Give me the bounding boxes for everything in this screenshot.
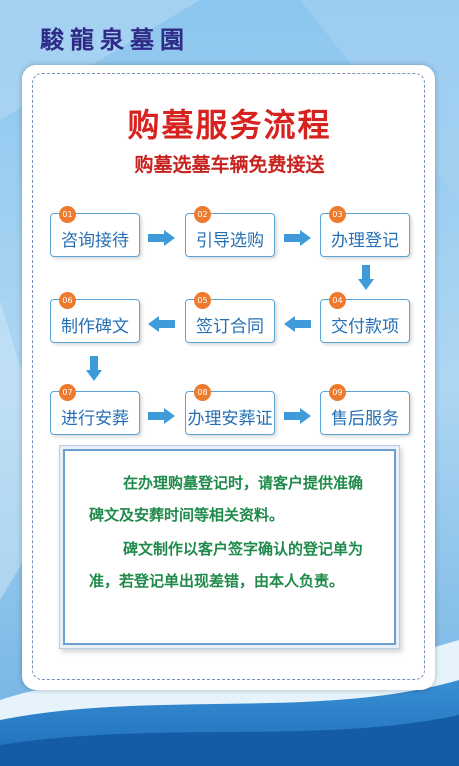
arrow-down-icon	[358, 265, 374, 290]
step-number-badge: 08	[194, 384, 211, 401]
notice-box: 在办理购墓登记时，请客户提供准确碑文及安葬时间等相关资料。 碑文制作以客户签字确…	[63, 449, 396, 645]
step-burial-certificate: 08 办理安葬证	[185, 384, 275, 435]
step-number-badge: 01	[59, 206, 76, 223]
arrow-right-icon	[148, 408, 175, 424]
arrow-down-icon	[86, 356, 102, 381]
step-label: 办理安葬证	[187, 409, 273, 429]
step-number-badge: 03	[329, 206, 346, 223]
step-contract: 05 签订合同	[185, 292, 275, 343]
step-burial: 07 进行安葬	[50, 384, 140, 435]
arrow-left-icon	[148, 316, 175, 332]
step-inscription: 06 制作碑文	[50, 292, 140, 343]
step-consult: 01 咨询接待	[50, 206, 140, 257]
page-title: 购墓服务流程	[127, 106, 332, 144]
step-label: 办理登记	[331, 231, 399, 251]
step-number-badge: 02	[194, 206, 211, 223]
notice-paragraph-2: 碑文制作以客户签字确认的登记单为准，若登记单出现差错，由本人负责。	[89, 540, 364, 590]
step-label: 交付款项	[331, 317, 399, 337]
step-guide: 02 引导选购	[185, 206, 275, 257]
step-register: 03 办理登记	[320, 206, 410, 257]
step-label: 制作碑文	[61, 317, 129, 337]
step-after-sales: 09 售后服务	[320, 384, 410, 435]
step-number-badge: 07	[59, 384, 76, 401]
step-number-badge: 06	[59, 292, 76, 309]
step-number-badge: 09	[329, 384, 346, 401]
step-payment: 04 交付款项	[320, 292, 410, 343]
arrow-right-icon	[284, 408, 311, 424]
step-label: 售后服务	[331, 409, 399, 429]
brand-logo-text: 駿龍泉墓園	[40, 25, 190, 54]
step-number-badge: 04	[329, 292, 346, 309]
card-dashed-border	[32, 73, 425, 680]
step-number-badge: 05	[194, 292, 211, 309]
step-label: 进行安葬	[61, 409, 129, 429]
arrow-right-icon	[284, 230, 311, 246]
step-label: 签订合同	[196, 317, 264, 337]
arrow-left-icon	[284, 316, 311, 332]
arrow-right-icon	[148, 230, 175, 246]
step-label: 引导选购	[196, 231, 264, 251]
page-subtitle: 购墓选墓车辆免费接送	[134, 154, 325, 176]
step-label: 咨询接待	[61, 231, 129, 251]
notice-paragraph-1: 在办理购墓登记时，请客户提供准确碑文及安葬时间等相关资料。	[89, 474, 364, 524]
